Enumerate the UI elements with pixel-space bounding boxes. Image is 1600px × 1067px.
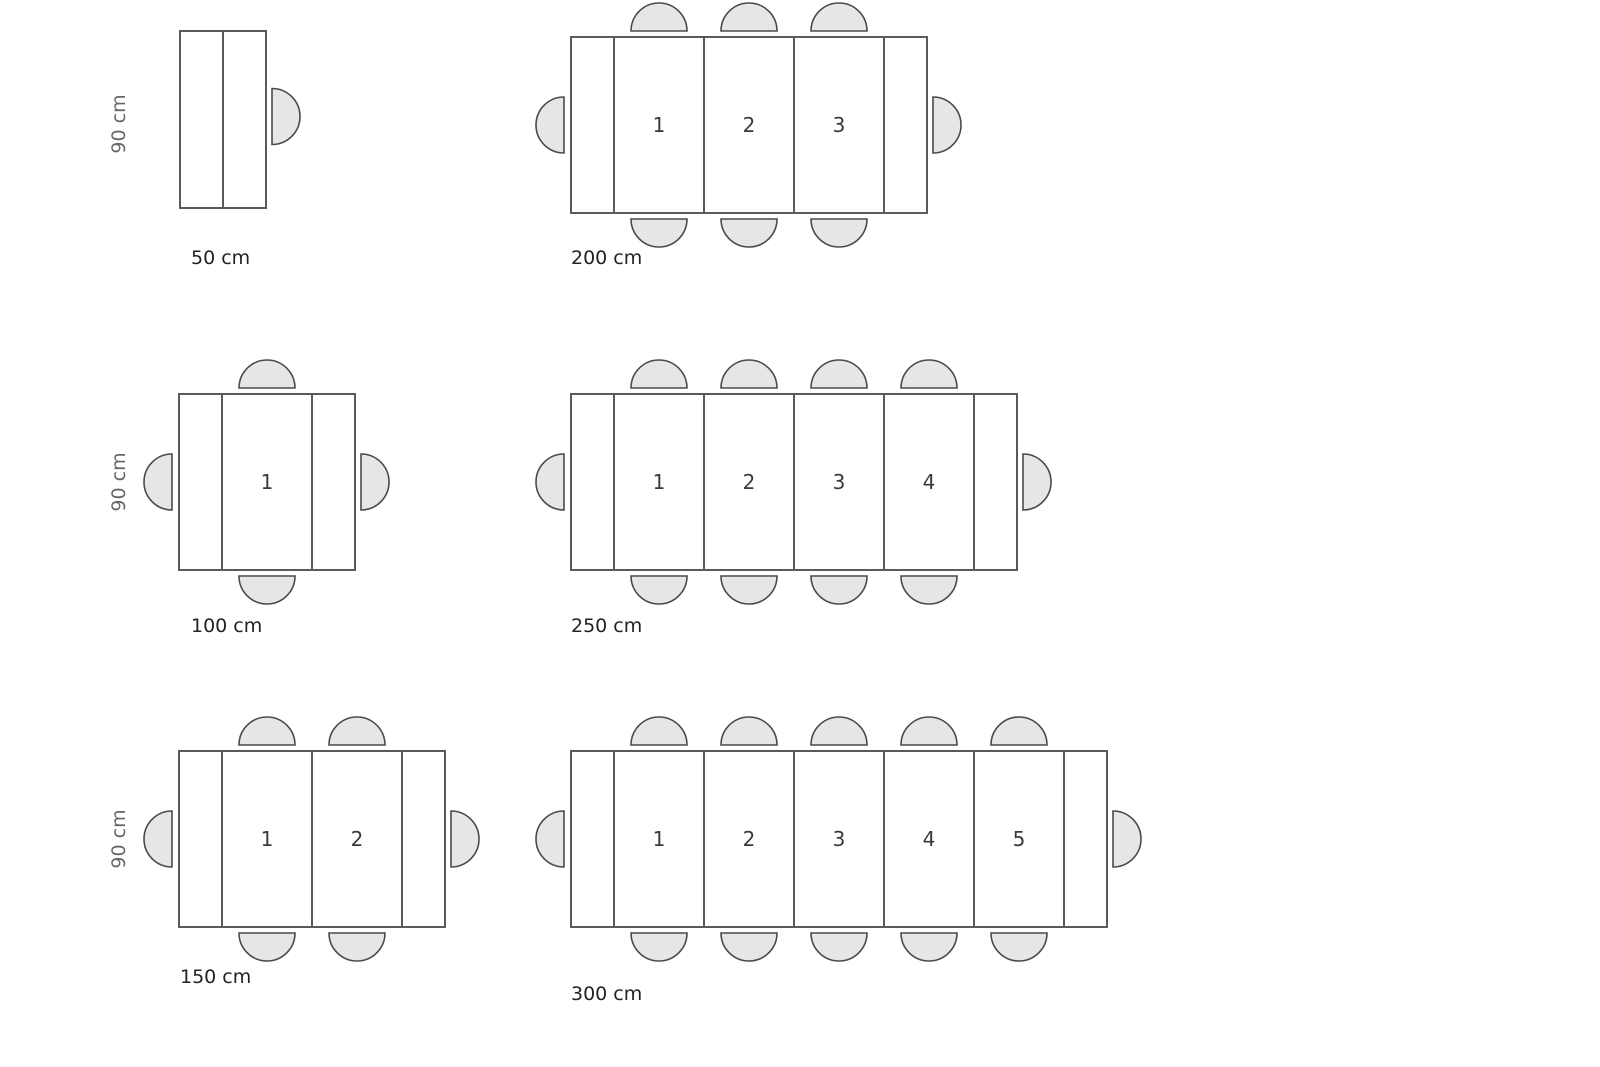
chair-icon [990,716,1048,746]
chair-icon [328,716,386,746]
table-config-250: 1 2 3 4 250 cm [535,359,1052,637]
chair-icon [143,810,173,868]
leaf-number: 1 [261,827,274,851]
chair-icon [535,453,565,511]
chair-icon [630,359,688,389]
chair-icon [630,575,688,605]
chair-icon [238,716,296,746]
chair-icon [238,575,296,605]
table-config-300: 1 2 3 4 5 300 cm [535,716,1142,1005]
chair-icon [720,359,778,389]
chair-icon [720,575,778,605]
leaf-number: 1 [653,470,666,494]
chair-icon [900,359,958,389]
chair-icon [535,810,565,868]
chair-icon [630,2,688,32]
chair-icon [450,810,480,868]
table-top [178,393,356,571]
depth-label: 90 cm [108,94,130,153]
leaf-number: 5 [1013,827,1026,851]
table-config-200: 1 2 3 200 cm [535,2,962,269]
leaf-number: 2 [743,827,756,851]
depth-label: 90 cm [108,809,130,868]
chair-icon [810,716,868,746]
chair-icon [630,932,688,962]
width-label: 150 cm [180,966,251,988]
depth-label: 90 cm [108,452,130,511]
table-top [570,750,1108,928]
chair-icon [810,575,868,605]
leaf-number: 3 [833,470,846,494]
chair-icon [535,96,565,154]
chair-icon [1022,453,1052,511]
chair-icon [238,932,296,962]
chair-icon [720,932,778,962]
leaf-number: 3 [833,113,846,137]
width-label: 100 cm [191,615,262,637]
chair-icon [810,2,868,32]
leaf-number: 1 [653,113,666,137]
leaf-number: 1 [261,470,274,494]
leaf-number: 2 [743,113,756,137]
chair-icon [143,453,173,511]
leaf-number: 4 [923,470,936,494]
chair-icon [630,218,688,248]
chair-icon [271,87,301,146]
chair-icon [720,716,778,746]
leaf-number: 2 [351,827,364,851]
width-label: 50 cm [191,247,250,269]
leaf-number: 1 [653,827,666,851]
chair-icon [720,218,778,248]
width-label: 200 cm [571,247,642,269]
leaf-number: 2 [743,470,756,494]
chair-icon [1112,810,1142,868]
chair-icon [810,932,868,962]
table-top [570,36,928,214]
chair-icon [900,575,958,605]
table-config-50: 50 cm 90 cm [108,30,301,269]
chair-icon [328,932,386,962]
chair-icon [900,716,958,746]
chair-icon [238,359,296,389]
chair-icon [990,932,1048,962]
chair-icon [932,96,962,154]
table-config-100: 1 100 cm 90 cm [108,359,390,637]
width-label: 250 cm [571,615,642,637]
leaf-number: 3 [833,827,846,851]
leaf-number: 4 [923,827,936,851]
table-config-150: 1 2 150 cm 90 cm [108,716,480,988]
chair-icon [900,932,958,962]
chair-icon [630,716,688,746]
chair-icon [720,2,778,32]
chair-icon [810,218,868,248]
width-label: 300 cm [571,983,642,1005]
chair-icon [360,453,390,511]
chair-icon [810,359,868,389]
